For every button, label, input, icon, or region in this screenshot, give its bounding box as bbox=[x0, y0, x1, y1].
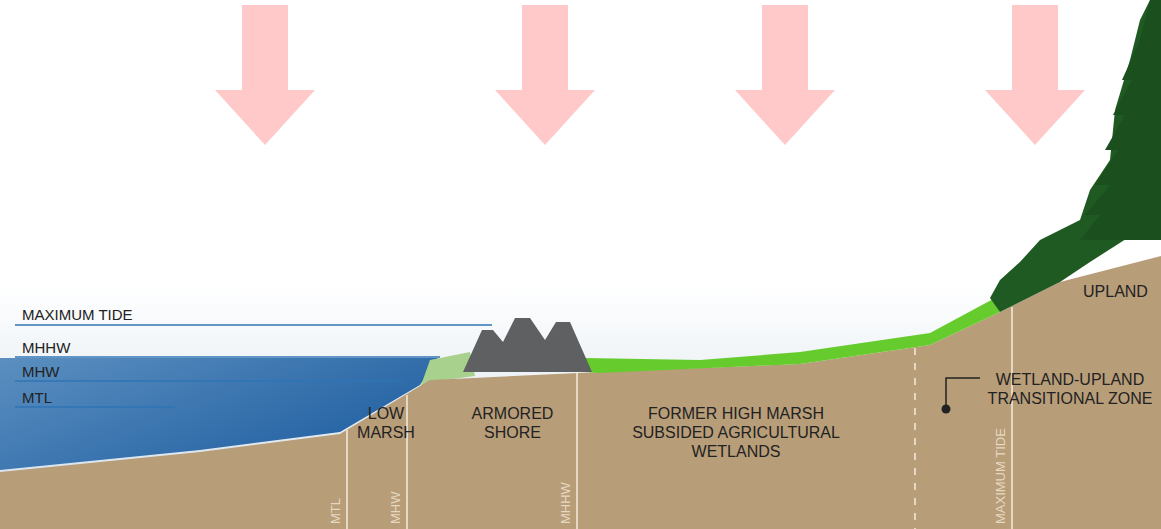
tide-level-label: MTL bbox=[22, 389, 52, 406]
tide-level-label: MHHW bbox=[22, 339, 70, 356]
zone-label: FORMER HIGH MARSH SUBSIDED AGRICULTURAL … bbox=[622, 404, 850, 461]
vertical-tide-label: MTL bbox=[329, 498, 343, 524]
leader-line bbox=[942, 378, 981, 414]
spruce-tree bbox=[1080, 0, 1161, 240]
tide-level-label: MAXIMUM TIDE bbox=[22, 306, 133, 323]
vertical-tide-label: MHHW bbox=[559, 482, 573, 524]
upland-forest bbox=[990, 0, 1161, 312]
armored-shore bbox=[463, 318, 592, 372]
zone-label: UPLAND bbox=[1083, 282, 1148, 301]
zone-label: WETLAND-UPLAND TRANSITIONAL ZONE bbox=[985, 370, 1155, 408]
pink-arrows bbox=[215, 5, 1085, 145]
ground bbox=[0, 256, 1161, 529]
tide-level-label: MHW bbox=[22, 363, 60, 380]
tide-lines bbox=[15, 325, 492, 407]
zone-label: ARMORED SHORE bbox=[455, 404, 570, 442]
high-marsh-vegetation bbox=[585, 298, 1000, 373]
vertical-tide-label: MAXIMUM TIDE bbox=[994, 428, 1008, 524]
vertical-tide-label: MHW bbox=[389, 492, 403, 525]
zone-label: LOW MARSH bbox=[356, 404, 416, 442]
zone-dividers bbox=[347, 307, 1012, 529]
